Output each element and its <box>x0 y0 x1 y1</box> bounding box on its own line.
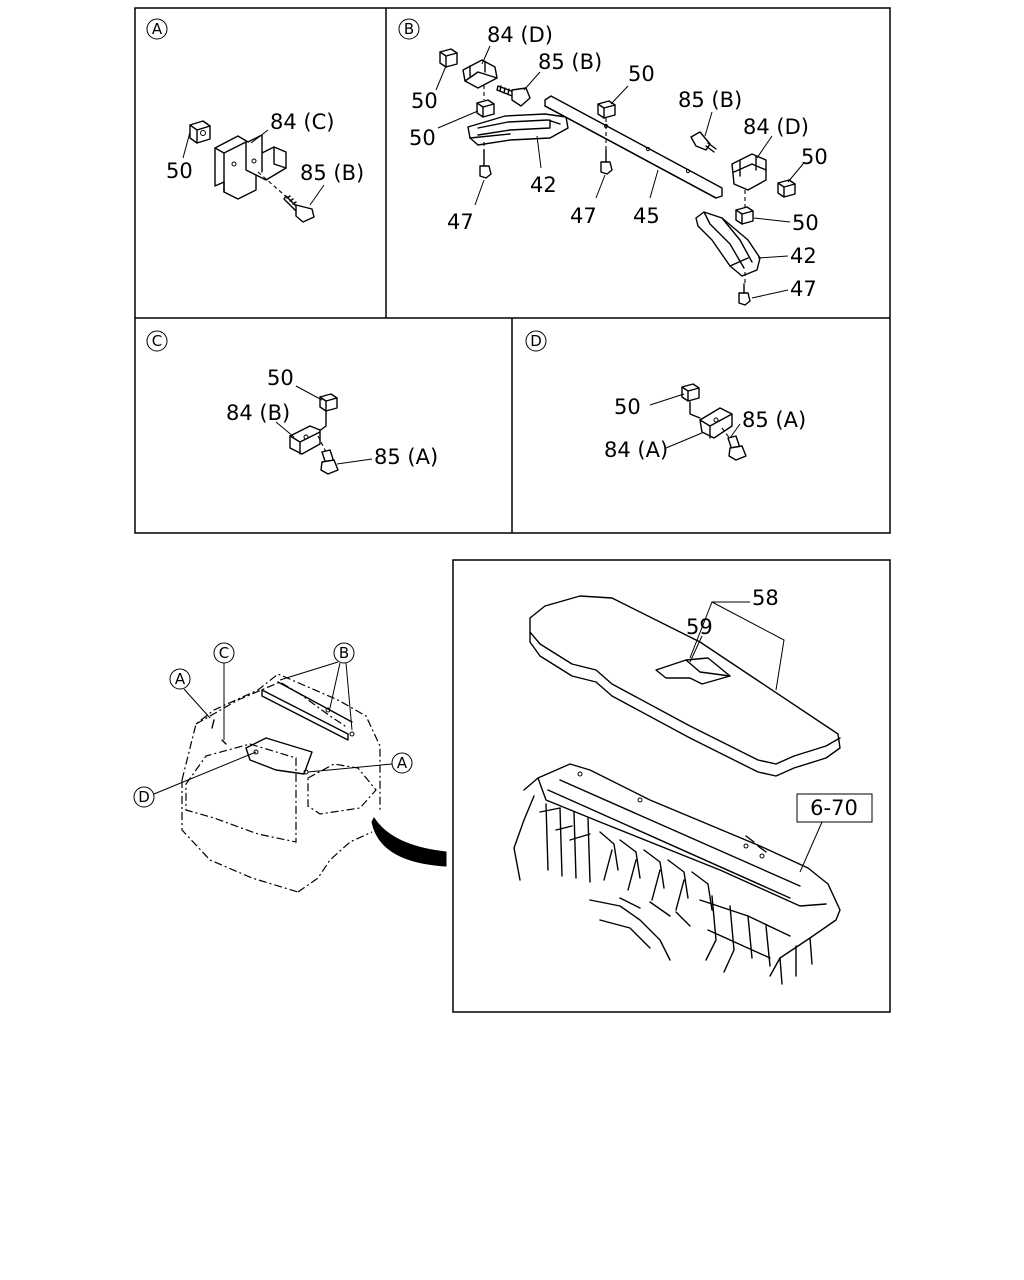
clip-nut <box>189 120 211 144</box>
clip-nut-top-left <box>439 48 458 68</box>
bar-45 <box>544 95 723 199</box>
label-85b: 85 (B) <box>538 50 602 74</box>
screw-85b <box>283 195 315 223</box>
support-42-left <box>467 113 569 146</box>
svg-text:A: A <box>175 670 186 688</box>
screw-85b-right <box>690 131 717 153</box>
label-47: 47 <box>447 210 474 234</box>
vehicle-overview: A C B D A <box>133 642 447 893</box>
clip-nut-right <box>777 179 796 198</box>
label-45: 45 <box>633 204 660 228</box>
svg-text:A: A <box>397 754 408 772</box>
bracket-84d-right <box>731 153 767 191</box>
label-85a: 85 (A) <box>742 408 806 432</box>
label-85b: 85 (B) <box>300 161 364 185</box>
clip-nut-center <box>597 100 616 119</box>
label-50: 50 <box>166 159 193 183</box>
svg-text:C: C <box>219 644 229 662</box>
vehicle-marker-a-left: A <box>169 668 191 690</box>
bracket-84c <box>214 134 287 200</box>
vehicle-marker-a-right: A <box>391 752 413 774</box>
screw-85a <box>320 449 339 475</box>
label-84d: 84 (D) <box>487 23 553 47</box>
panel-b: B <box>398 18 828 306</box>
label-58: 58 <box>752 586 779 610</box>
svg-text:C: C <box>152 332 162 350</box>
vehicle-marker-b: B <box>333 642 355 664</box>
board-58 <box>529 595 841 777</box>
clip-nut-mid-left <box>476 99 495 118</box>
label-47: 47 <box>790 277 817 301</box>
panel-a-marker: A <box>146 18 168 40</box>
label-42: 42 <box>790 244 817 268</box>
svg-text:D: D <box>530 332 542 350</box>
label-50: 50 <box>801 145 828 169</box>
svg-text:A: A <box>152 20 163 38</box>
label-47: 47 <box>570 204 597 228</box>
reference-arrow <box>371 816 447 867</box>
label-50: 50 <box>411 89 438 113</box>
panel-frames <box>134 7 891 1013</box>
label-50: 50 <box>628 62 655 86</box>
screw-85a <box>727 435 747 461</box>
svg-text:B: B <box>339 644 349 662</box>
panel-a: A 50 84 (C) 85 (B) <box>146 18 364 223</box>
svg-text:D: D <box>138 788 150 806</box>
panel-d: D 50 85 (A) 84 (A) <box>525 330 806 462</box>
clip-nut <box>319 393 338 412</box>
bracket-84a <box>689 401 733 439</box>
panel-d-marker: D <box>525 330 547 352</box>
vehicle-marker-d: D <box>133 786 155 808</box>
floor-frame <box>513 763 841 985</box>
label-85a: 85 (A) <box>374 445 438 469</box>
label-84c: 84 (C) <box>270 110 334 134</box>
bolt-47-center <box>600 149 613 175</box>
label-84d: 84 (D) <box>743 115 809 139</box>
bolt-47-left <box>479 149 492 179</box>
svg-text:B: B <box>404 20 414 38</box>
label-42: 42 <box>530 173 557 197</box>
label-84a: 84 (A) <box>604 438 668 462</box>
label-85b: 85 (B) <box>678 88 742 112</box>
label-6-70: 6-70 <box>810 796 858 820</box>
label-50: 50 <box>267 366 294 390</box>
detail-panel: 6-70 58 59 <box>513 586 873 985</box>
label-50: 50 <box>614 395 641 419</box>
label-50: 50 <box>792 211 819 235</box>
bolt-47-right <box>738 283 751 306</box>
screw-85b-left <box>496 85 531 107</box>
panel-c-marker: C <box>146 330 168 352</box>
panel-b-marker: B <box>398 18 420 40</box>
clip-nut <box>681 383 700 402</box>
bracket-84d-left <box>462 59 498 89</box>
label-59: 59 <box>686 615 713 639</box>
support-42-right <box>695 211 761 277</box>
vehicle-marker-c: C <box>213 642 235 664</box>
clip-nut-right-lower <box>735 206 754 225</box>
label-84b: 84 (B) <box>226 401 290 425</box>
panel-c: C 50 84 (B) 85 (A) <box>146 330 438 475</box>
bracket-84b <box>289 411 327 455</box>
label-50: 50 <box>409 126 436 150</box>
reference-box: 6-70 <box>796 793 873 823</box>
